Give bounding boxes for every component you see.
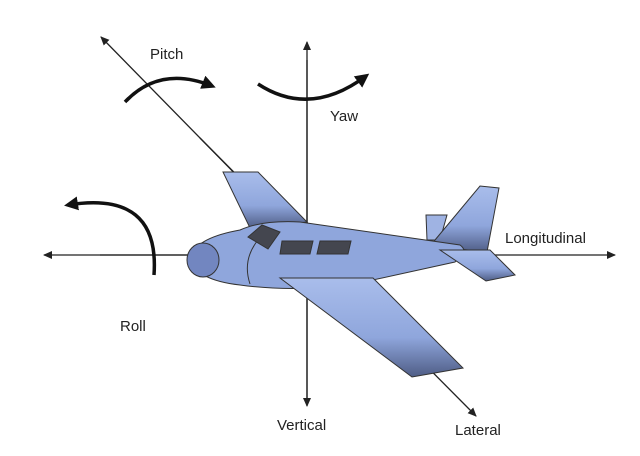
yaw-rotation-arrow: [257, 73, 370, 101]
airplane-nose: [186, 242, 220, 278]
lateral-axis-label: Lateral: [455, 422, 501, 439]
airplane-horizontal-stabilizer: [438, 249, 517, 282]
pitch-label: Pitch: [150, 46, 184, 63]
pitch-rotation-arrow: [123, 75, 216, 104]
roll-label: Roll: [120, 318, 146, 335]
longitudinal-axis-label: Longitudinal: [505, 230, 586, 247]
airplane-cockpit-window: [247, 224, 281, 250]
airplane: [186, 171, 517, 378]
airplane-lower-wing: [278, 277, 465, 378]
yaw-label: Yaw: [330, 108, 359, 125]
vertical-axis-label: Vertical: [277, 417, 327, 434]
airplane-cabin-window: [279, 240, 314, 255]
airplane-cabin-window: [316, 240, 352, 255]
roll-rotation-arrow: [64, 196, 157, 276]
airplane-upper-wing: [222, 171, 309, 229]
